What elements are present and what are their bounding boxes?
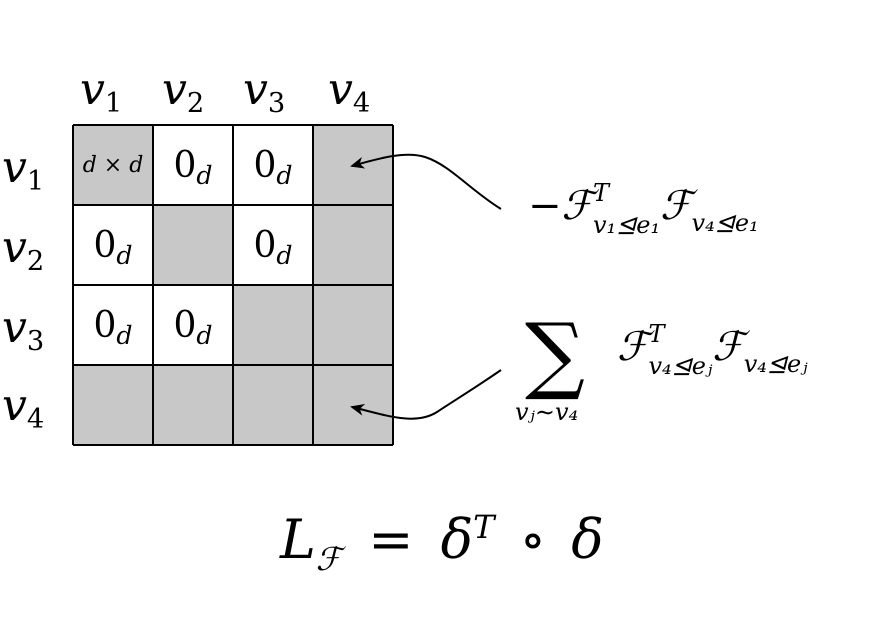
zero-block-base: 0 xyxy=(173,304,197,346)
matrix-cell-r1-c4 xyxy=(313,125,393,205)
zero-block-label: 0d xyxy=(253,144,292,191)
column-label-v1: v1 xyxy=(80,64,123,119)
matrix-cell-r4-c3 xyxy=(233,365,313,445)
column-label-v4: v4 xyxy=(328,64,371,119)
matrix-cell-r4-c4 xyxy=(313,365,393,445)
matrix-cell-r2-c4 xyxy=(313,205,393,285)
matrix-cell-r2-c1: 0d xyxy=(73,205,153,285)
column-label-v2: v2 xyxy=(162,64,205,119)
matrix-cell-r4-c2 xyxy=(153,365,233,445)
zero-block-base: 0 xyxy=(253,224,277,266)
matrix-cell-r3-c2: 0d xyxy=(153,285,233,365)
zero-block-subscript: d xyxy=(276,161,293,191)
zero-block-base: 0 xyxy=(93,224,117,266)
zero-block-subscript: d xyxy=(116,241,133,271)
zero-block-label: 0d xyxy=(93,304,132,351)
matrix-cell-r4-c1 xyxy=(73,365,153,445)
matrix-cell-r3-c1: 0d xyxy=(73,285,153,365)
row-label-v2: v2 xyxy=(2,222,45,277)
matrix-cell-r3-c4 xyxy=(313,285,393,365)
zero-block-label: 0d xyxy=(93,224,132,271)
summation-index: vⱼ∼v₄ xyxy=(515,398,579,426)
row-label-v1: v1 xyxy=(2,142,45,197)
summation-symbol: ∑ xyxy=(525,305,585,403)
row-label-v4: v4 xyxy=(2,380,45,435)
matrix-cell-r1-c1: d × d xyxy=(73,125,153,205)
zero-block-label: 0d xyxy=(253,224,292,271)
zero-block-base: 0 xyxy=(93,304,117,346)
zero-block-subscript: d xyxy=(276,241,293,271)
zero-block-label: 0d xyxy=(173,304,212,351)
zero-block-subscript: d xyxy=(196,321,213,351)
laplacian-equation: Lℱ = δT ∘ δ xyxy=(280,508,604,578)
zero-block-subscript: d xyxy=(196,161,213,191)
matrix-cell-r1-c2: 0d xyxy=(153,125,233,205)
zero-block-subscript: d xyxy=(116,321,133,351)
zero-block-base: 0 xyxy=(253,144,277,186)
row-label-v3: v3 xyxy=(2,302,45,357)
matrix-cell-r1-c3: 0d xyxy=(233,125,313,205)
column-label-v3: v3 xyxy=(243,64,286,119)
zero-block-label: 0d xyxy=(173,144,212,191)
zero-block-base: 0 xyxy=(173,144,197,186)
block-size-label: d × d xyxy=(82,152,144,178)
matrix-cell-r3-c3 xyxy=(233,285,313,365)
matrix-cell-r2-c3: 0d xyxy=(233,205,313,285)
matrix-cell-r2-c2 xyxy=(153,205,233,285)
